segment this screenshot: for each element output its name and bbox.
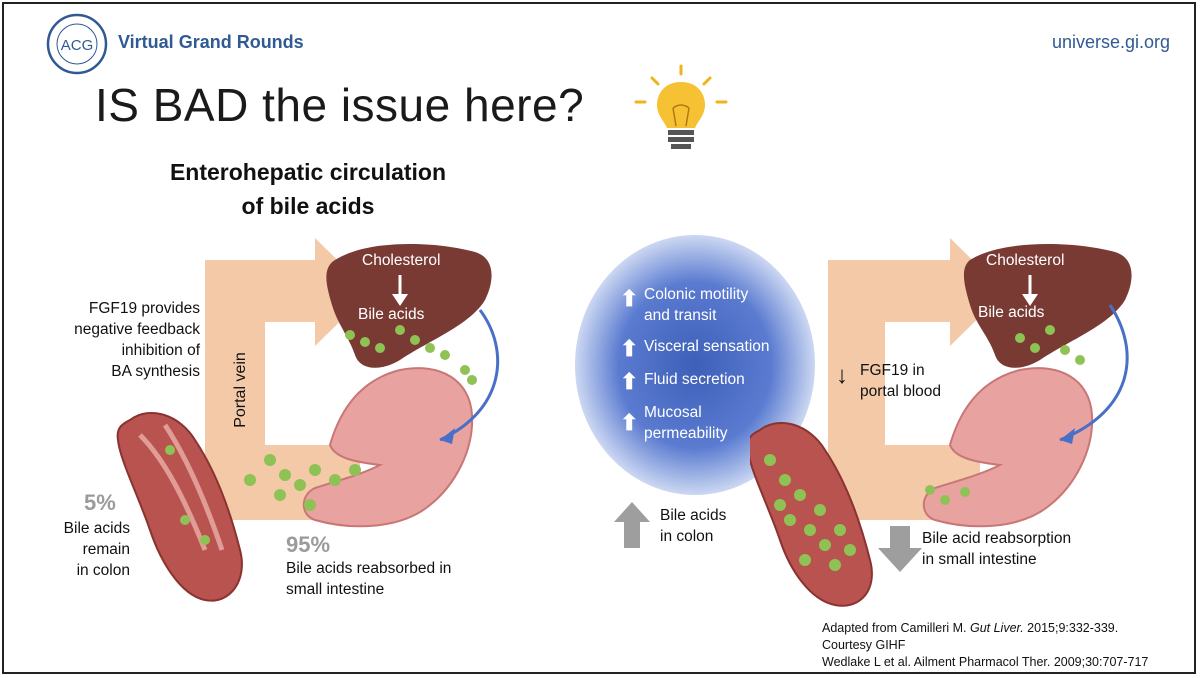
left-cholesterol-label: Cholesterol [362, 250, 440, 271]
colon-up-arrow-icon [612, 500, 652, 550]
fgf19-down-arrow-icon: ↓ [836, 362, 848, 390]
reabsorption-text: Bile acid reabsorption in small intestin… [922, 528, 1071, 570]
up-arrow-icon: ⬆ [620, 410, 638, 436]
acg-logo: ACG [46, 13, 108, 75]
right-bile-acids-label: Bile acids [978, 302, 1044, 323]
up-arrow-icon: ⬆ [620, 286, 638, 312]
site-url: universe.gi.org [1052, 32, 1170, 53]
fgf19-feedback-text: FGF19 provides negative feedback inhibit… [40, 298, 200, 382]
reabsorption-down-arrow-icon [878, 526, 922, 572]
portal-vein-label: Portal vein [232, 352, 249, 428]
logo-text: ACG [61, 37, 94, 54]
intestine-text: Bile acids reabsorbed in small intestine [286, 558, 451, 600]
lightbulb-icon [626, 60, 736, 160]
slide-title: IS BAD the issue here? [95, 78, 584, 132]
citation-3: Wedlake L et al. Ailment Pharmacol Ther.… [822, 654, 1148, 671]
citation-1: Adapted from Camilleri M. Gut Liver. 201… [822, 620, 1148, 637]
left-bile-acids-label: Bile acids [358, 304, 424, 325]
colon-percent: 5% [84, 490, 116, 516]
up-arrow-icon: ⬆ [620, 336, 638, 362]
colon-text: Bile acids remain in colon [40, 518, 130, 581]
subtitle-line-1: Enterohepatic circulation [140, 155, 476, 189]
citation-2: Courtesy GIHF [822, 637, 1148, 654]
subtitle-line-2: of bile acids [140, 189, 476, 223]
right-cholesterol-label: Cholesterol [986, 250, 1064, 271]
fgf19-portal-text: FGF19 in portal blood [860, 360, 941, 402]
bile-acids-in-colon-text: Bile acids in colon [660, 505, 726, 547]
brand-title: Virtual Grand Rounds [118, 32, 304, 53]
intestine-percent: 95% [286, 532, 330, 558]
diagram-subtitle: Enterohepatic circulation of bile acids [140, 155, 476, 223]
citations: Adapted from Camilleri M. Gut Liver. 201… [822, 620, 1148, 671]
up-arrow-icon: ⬆ [620, 369, 638, 395]
